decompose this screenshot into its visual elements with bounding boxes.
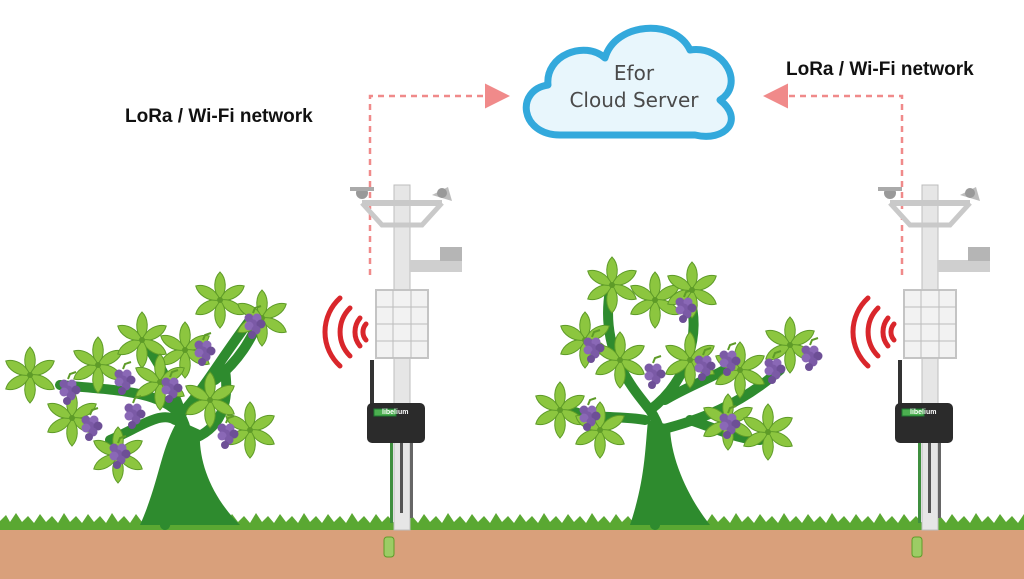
link-arrow-left — [368, 83, 510, 275]
soil-layer — [0, 530, 1024, 579]
grapevine-tree-left — [3, 272, 289, 530]
weather-station-left — [350, 185, 462, 557]
grass-strip — [0, 513, 1024, 530]
cloud-server-icon: Efor Cloud Server — [522, 24, 735, 140]
grapevine-tree-middle — [533, 257, 824, 530]
device-brand-right: libelium — [910, 409, 936, 416]
wireless-signal-icon-left — [322, 295, 369, 369]
weather-station-right — [878, 185, 990, 557]
wireless-signal-icon-right — [850, 295, 897, 369]
device-brand-left: libelium — [382, 409, 408, 416]
cloud-title-line2: Cloud Server — [569, 88, 699, 112]
network-label-left: LoRa / Wi-Fi network — [125, 106, 313, 127]
cloud-title-line1: Efor — [614, 61, 655, 85]
network-label-right: LoRa / Wi-Fi network — [786, 59, 974, 80]
link-arrow-right — [763, 83, 904, 275]
